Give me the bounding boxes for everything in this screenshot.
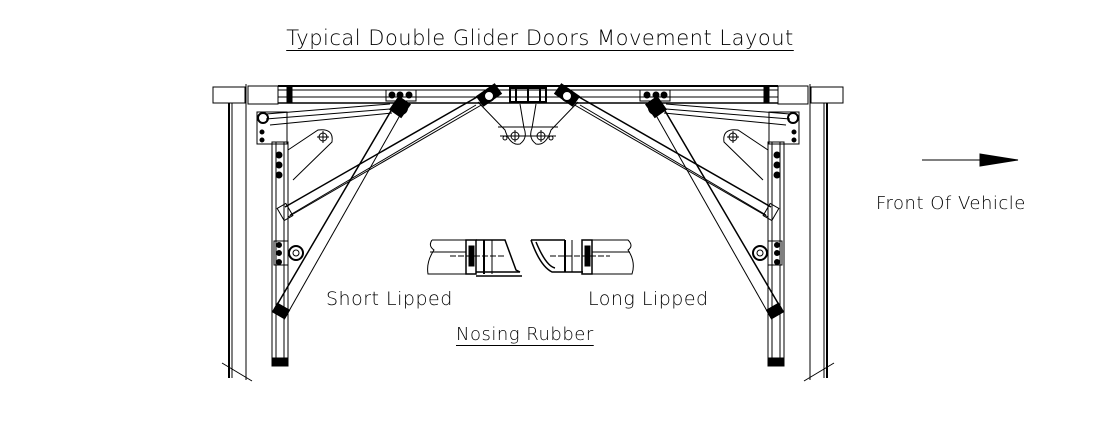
- short-lipped-nosing-profile: [427, 239, 522, 277]
- long-lipped-label: Long Lipped: [588, 288, 709, 310]
- front-of-vehicle-label: Front Of Vehicle: [876, 193, 1026, 214]
- long-lipped-nosing-profile: [530, 239, 634, 275]
- short-lipped-label: Short Lipped: [326, 288, 453, 310]
- front-direction-arrow: [922, 153, 1019, 167]
- drawing-title: Typical Double Glider Doors Movement Lay…: [286, 26, 794, 50]
- nosing-rubber-heading: Nosing Rubber: [456, 324, 594, 345]
